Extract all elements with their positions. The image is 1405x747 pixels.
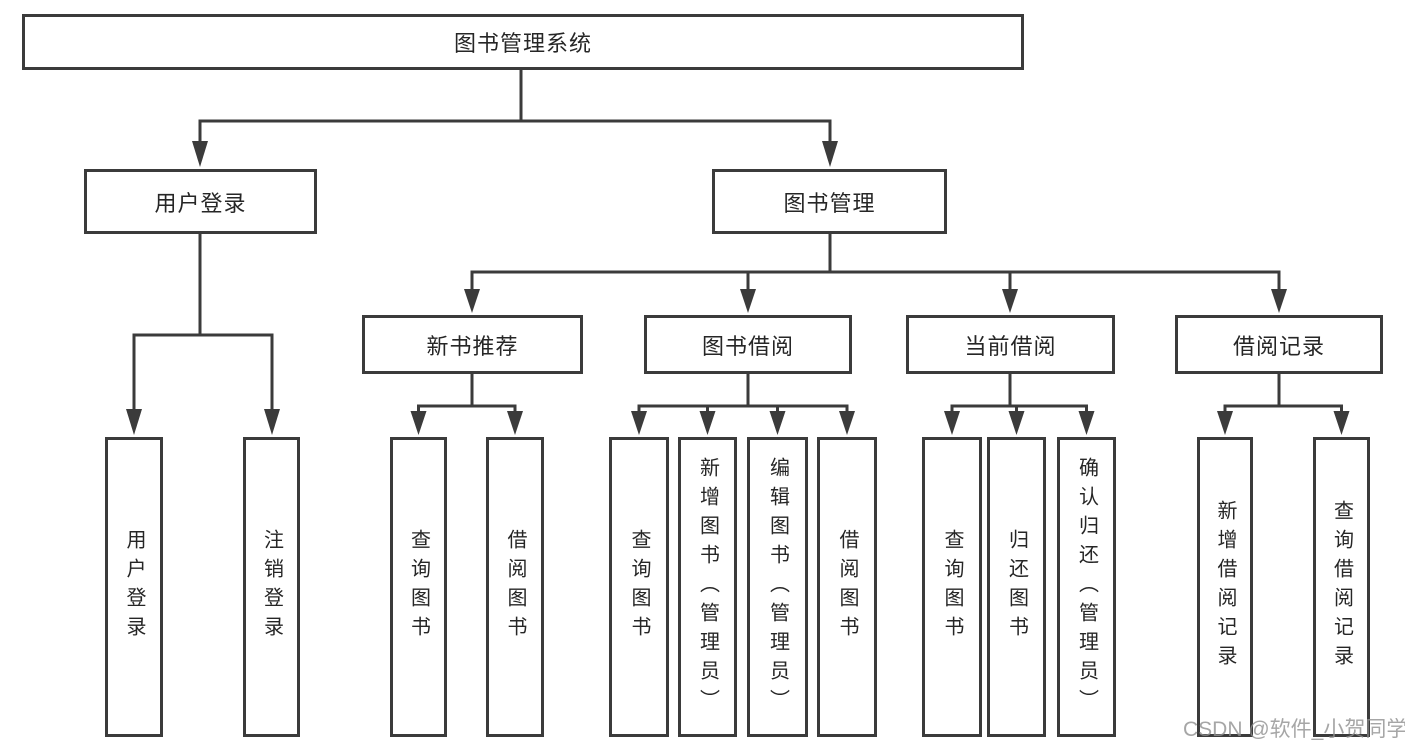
leaf-edit-books-admin: 编辑图书（管理员） [747,437,808,737]
arrowheads-book-management [464,289,1287,313]
arrowheads-book-borrowing [631,411,855,435]
node-borrow-records-label: 借阅记录 [1232,333,1325,359]
arrowheads-user-login [126,409,280,435]
leaf-return-books-label: 归还图书 [1005,529,1028,645]
node-current-borrowing: 当前借阅 [906,315,1115,374]
leaf-add-borrow-record: 新增借阅记录 [1197,437,1253,737]
arrow-down-icon [507,411,523,435]
leaf-query-books-borrowing: 查询图书 [609,437,669,737]
arrow-down-icon [839,411,855,435]
leaf-add-books-admin: 新增图书（管理员） [678,437,737,737]
leaf-borrow-books-label: 借阅图书 [836,529,858,645]
arrow-down-icon [1271,289,1287,313]
leaf-user-login: 用户登录 [105,437,163,737]
arrow-down-icon [822,141,838,167]
leaf-add-books-admin-label: 新增图书（管理员） [696,456,719,718]
leaf-confirm-return-admin-label: 确认归还（管理员） [1075,456,1098,718]
leaf-borrow-books: 借阅图书 [817,437,877,737]
leaf-query-books-current-label: 查询图书 [941,529,963,645]
arrow-down-icon [699,411,716,435]
node-new-book-recommend-label: 新书推荐 [426,333,519,359]
node-book-management: 图书管理 [712,169,947,234]
node-book-management-label: 图书管理 [783,190,876,216]
arrow-down-icon [1217,411,1233,435]
leaf-query-borrow-record-label: 查询借阅记录 [1330,500,1353,674]
connector-root [198,70,832,144]
arrow-down-icon [769,411,786,435]
node-user-login: 用户登录 [84,169,317,234]
arrow-down-icon [1078,411,1095,435]
arrow-down-icon [126,409,142,435]
leaf-add-borrow-record-label: 新增借阅记录 [1214,500,1236,674]
arrow-down-icon [631,411,647,435]
arrowheads-new-book-recommend [410,411,523,435]
connector-book-borrowing [637,374,849,413]
connector-book-management [470,233,1281,291]
arrowheads-current-borrowing [944,411,1095,435]
node-book-borrowing: 图书借阅 [644,315,852,374]
connector-user-login [132,233,274,412]
leaf-user-login-label: 用户登录 [123,529,145,645]
leaf-return-books: 归还图书 [987,437,1046,737]
leaf-borrow-books-recommend-label: 借阅图书 [504,529,526,645]
leaf-query-books-borrowing-label: 查询图书 [628,529,650,645]
arrow-down-icon [1008,411,1025,435]
connector-new-book-recommend [417,374,517,413]
arrow-down-icon [944,411,960,435]
leaf-edit-books-admin-label: 编辑图书（管理员） [766,456,789,718]
arrowheads-borrow-records [1217,411,1350,435]
leaf-borrow-books-recommend: 借阅图书 [486,437,544,737]
leaf-query-books-recommend-label: 查询图书 [407,529,430,645]
arrow-down-icon [1333,411,1350,435]
csdn-watermark: CSDN @软件_小贺同学 [1183,718,1405,741]
leaf-confirm-return-admin: 确认归还（管理员） [1057,437,1116,737]
node-current-borrowing-label: 当前借阅 [964,333,1057,359]
node-book-borrowing-label: 图书借阅 [701,333,794,359]
arrow-down-icon [410,411,427,435]
leaf-logout-label: 注销登录 [260,529,283,645]
node-user-login-label: 用户登录 [154,190,247,216]
arrow-down-icon [740,289,756,313]
leaf-logout: 注销登录 [243,437,300,737]
leaf-query-books-recommend: 查询图书 [390,437,447,737]
node-borrow-records: 借阅记录 [1175,315,1383,374]
leaf-query-borrow-record: 查询借阅记录 [1313,437,1370,737]
connector-current-borrowing [950,374,1088,413]
arrow-down-icon [1002,289,1018,313]
arrow-down-icon [464,289,480,313]
arrow-down-icon [264,409,280,435]
node-root-label: 图书管理系统 [453,31,592,56]
node-new-book-recommend: 新书推荐 [362,315,583,374]
connector-borrow-records [1223,374,1343,413]
node-root: 图书管理系统 [22,14,1024,70]
arrow-down-icon [192,141,208,167]
leaf-query-books-current: 查询图书 [922,437,982,737]
arrowheads-root [192,141,838,167]
